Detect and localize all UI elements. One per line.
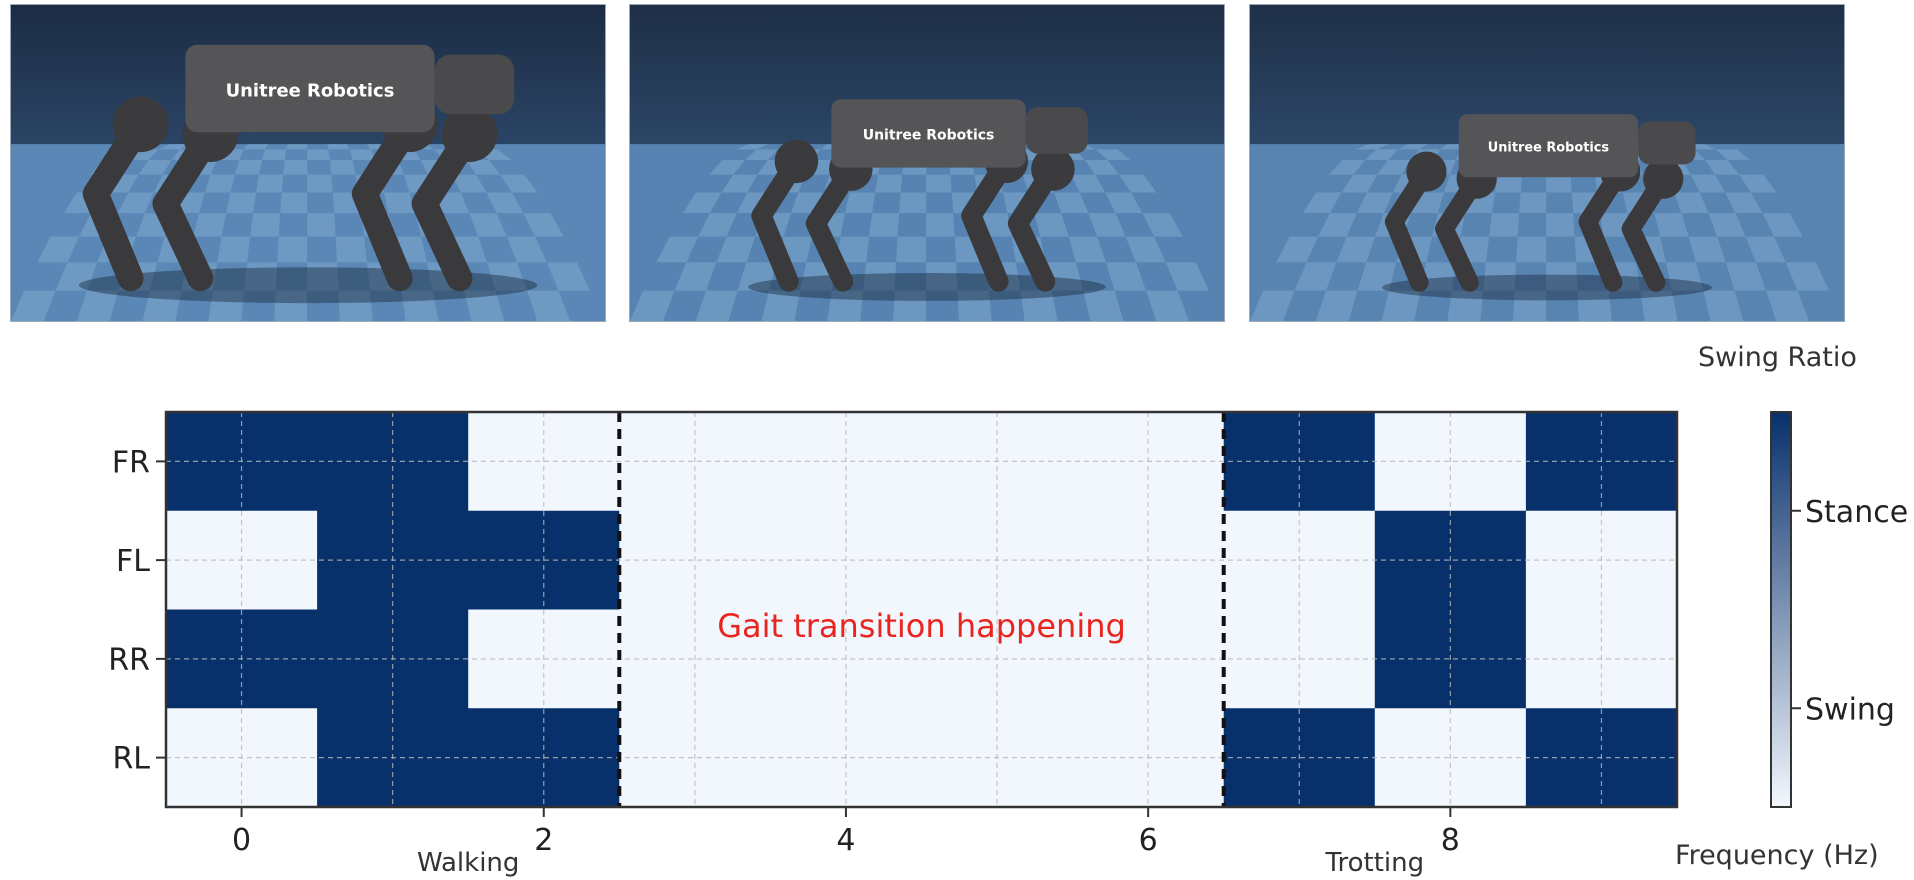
robot-hip <box>774 139 819 184</box>
robot-hip <box>1643 158 1684 199</box>
grid-lines <box>166 412 1677 807</box>
colorbar <box>1770 411 1792 808</box>
robot-hip <box>1406 151 1447 192</box>
robot-render-2: Unitree Robotics <box>629 4 1225 322</box>
robot-scene-3: Unitree Robotics <box>1250 5 1844 321</box>
robot-body <box>831 99 1026 168</box>
robot-brand-label: Unitree Robotics <box>226 80 395 101</box>
robot-hip <box>441 106 498 163</box>
robot-body <box>185 44 435 133</box>
robot-head <box>434 54 515 115</box>
robot-brand-label: Unitree Robotics <box>1488 141 1610 156</box>
x-tick-label: 0 <box>232 823 251 858</box>
y-tick-label: RR <box>108 643 150 678</box>
plot-frame <box>164 410 1679 809</box>
x-tick-label: 4 <box>836 823 855 858</box>
robot-body <box>1458 114 1639 178</box>
robot-dog: Unitree Robotics <box>1381 114 1713 301</box>
robot-dog: Unitree Robotics <box>748 99 1106 301</box>
robot-render-1: Unitree Robotics <box>10 4 606 322</box>
robot-dog: Unitree Robotics <box>78 44 538 304</box>
x-tick-label: 2 <box>534 823 553 858</box>
robot-brand-label: Unitree Robotics <box>863 128 995 144</box>
y-tick-label: FR <box>112 445 150 480</box>
x-tick-label: 6 <box>1139 823 1158 858</box>
colorbar-label: Swing <box>1805 692 1895 727</box>
gait-heatmap-chart: FR FL RR RL 0 2 4 6 8 Gait transition happeningWa… <box>108 410 1908 878</box>
gait-phase-label: Walking <box>417 848 519 878</box>
robot-render-3: Unitree Robotics <box>1249 4 1845 322</box>
frequency-label: Frequency (Hz) <box>1675 840 1879 871</box>
robot-scene-1: Unitree Robotics <box>11 5 605 321</box>
robot-head <box>1638 121 1696 165</box>
transition-annotation: Gait transition happening <box>717 607 1126 645</box>
y-tick-label: FL <box>116 544 150 579</box>
colorbar-label: Stance <box>1805 495 1908 530</box>
x-tick-label: 8 <box>1441 823 1460 858</box>
robot-hip <box>112 96 169 153</box>
robot-hip <box>1031 147 1075 191</box>
y-tick-label: RL <box>112 742 150 777</box>
gait-phase-label: Trotting <box>1324 848 1424 878</box>
colorbar-title: Swing Ratio <box>1698 342 1857 373</box>
robot-head <box>1025 107 1088 154</box>
robot-scene-2: Unitree Robotics <box>630 5 1224 321</box>
